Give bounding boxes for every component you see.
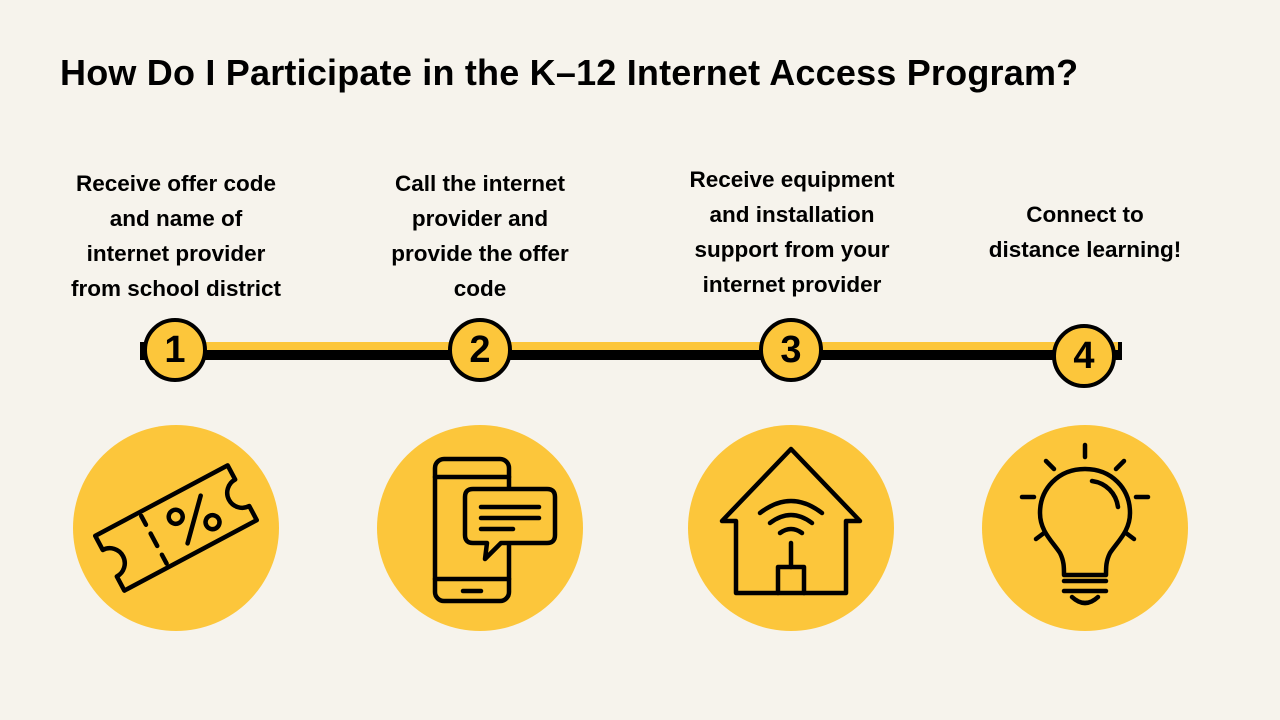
step-3-line-1: Receive equipment bbox=[689, 167, 895, 192]
step-4-text: Connect to distance learning! bbox=[955, 197, 1215, 267]
step-2-line-4: code bbox=[453, 276, 507, 301]
step-4-icon-circle bbox=[982, 425, 1188, 631]
step-3-icon-circle bbox=[688, 425, 894, 631]
step-3-line-2: and installation bbox=[709, 202, 875, 227]
step-3-text: Receive equipment and installation suppo… bbox=[662, 162, 922, 302]
step-2-text: Call the internet provider and provide t… bbox=[350, 166, 610, 306]
step-1-line-3: internet provider bbox=[86, 241, 266, 266]
step-4-line-2: distance learning! bbox=[988, 237, 1182, 262]
step-2-number: 2 bbox=[448, 318, 512, 382]
step-1-line-2: and name of bbox=[109, 206, 243, 231]
step-1-text: Receive offer code and name of internet … bbox=[46, 166, 306, 306]
house-wifi-icon bbox=[719, 446, 863, 596]
step-2-line-2: provider and bbox=[411, 206, 549, 231]
page-title: How Do I Participate in the K–12 Interne… bbox=[60, 52, 1079, 93]
step-3-line-3: support from your bbox=[694, 237, 890, 262]
timeline-start-cap bbox=[140, 342, 144, 360]
step-1-line-1: Receive offer code bbox=[75, 171, 277, 196]
phone-chat-icon bbox=[432, 456, 558, 604]
step-4-number: 4 bbox=[1052, 324, 1116, 388]
step-3-line-4: internet provider bbox=[702, 272, 882, 297]
coupon-icon bbox=[92, 463, 260, 593]
step-1-line-4: from school district bbox=[70, 276, 282, 301]
lightbulb-icon bbox=[1019, 442, 1151, 606]
timeline-bar bbox=[142, 350, 1122, 360]
timeline-end-cap bbox=[1118, 342, 1122, 360]
step-4-line-1: Connect to bbox=[1026, 202, 1144, 227]
timeline-highlight bbox=[142, 342, 1122, 352]
step-3-number: 3 bbox=[759, 318, 823, 382]
step-2-line-1: Call the internet bbox=[394, 171, 566, 196]
step-2-icon-circle bbox=[377, 425, 583, 631]
step-1-icon-circle bbox=[73, 425, 279, 631]
step-1-number: 1 bbox=[143, 318, 207, 382]
step-2-line-3: provide the offer bbox=[391, 241, 569, 266]
